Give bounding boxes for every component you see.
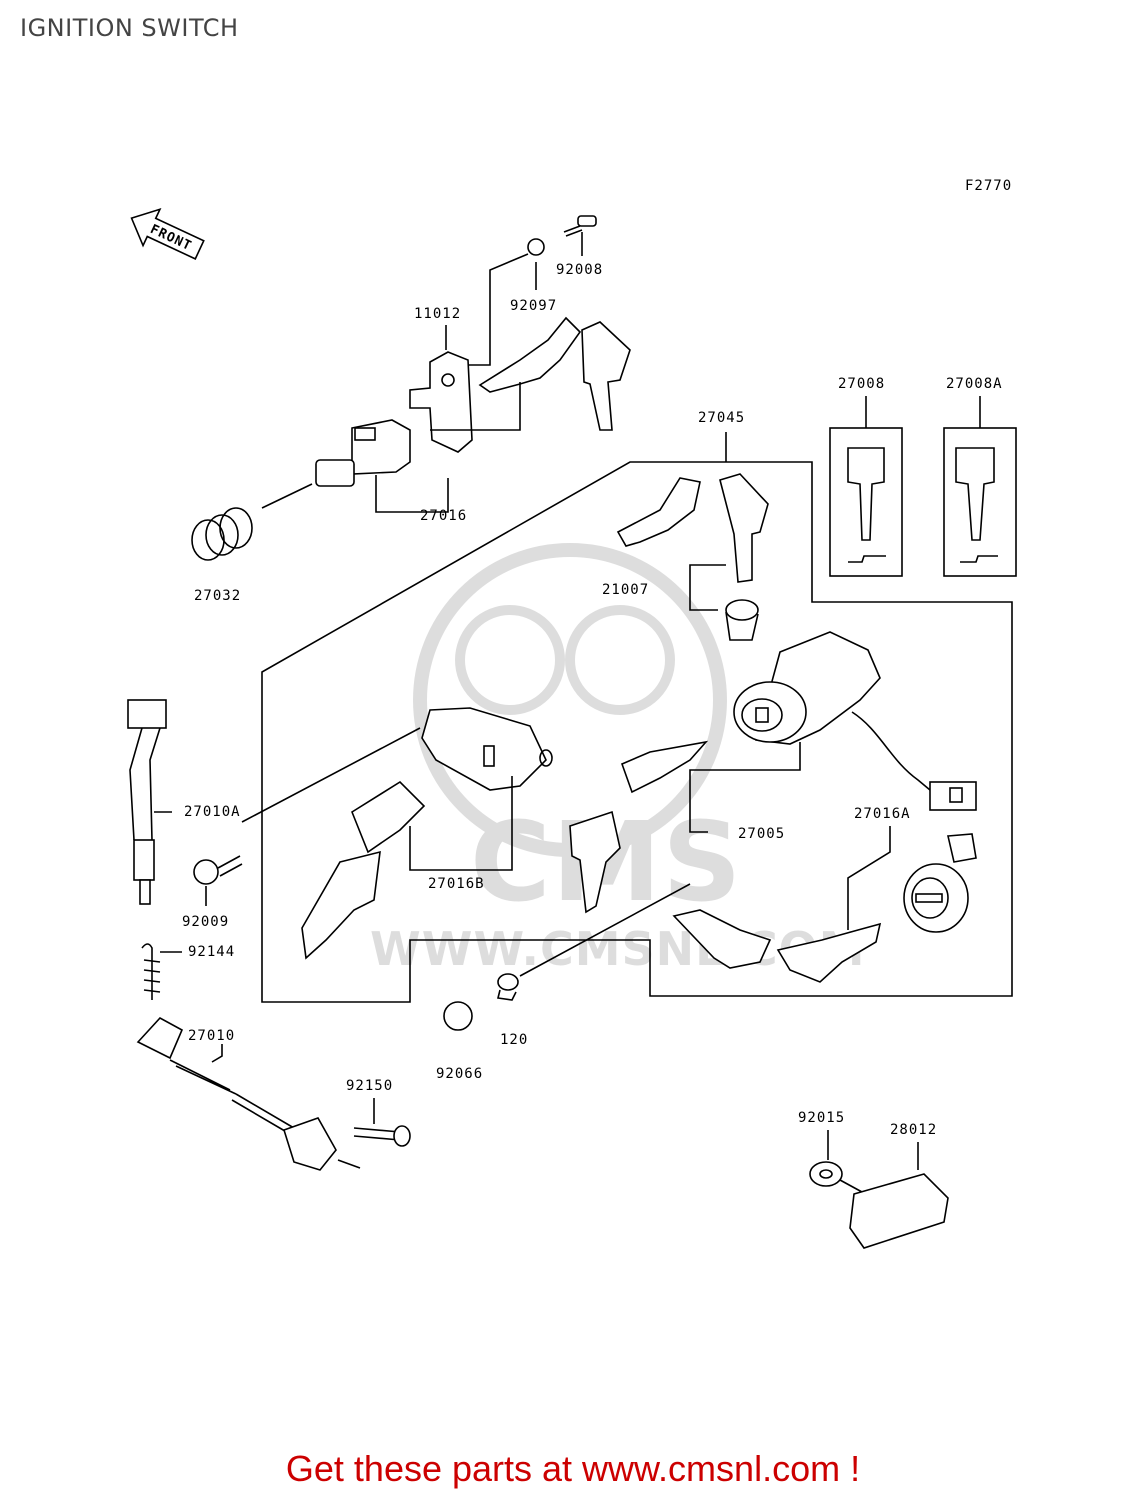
key-set-27016	[478, 316, 631, 431]
part-label-92009: 92009	[182, 914, 229, 930]
part-label-27005: 27005	[738, 826, 785, 842]
keys-27005	[569, 740, 709, 914]
part-label-27032: 27032	[194, 588, 241, 604]
part-label-27010: 27010	[188, 1028, 235, 1044]
part-label-120: 120	[500, 1032, 528, 1048]
footer-banner[interactable]: Get these parts at www.cmsnl.com !	[285, 1448, 861, 1489]
keys-27016A	[672, 909, 882, 983]
bolt-92150	[353, 1125, 411, 1147]
figure-code: F2770	[965, 178, 1012, 194]
ignition-switch-27005	[733, 631, 977, 811]
part-label-92015: 92015	[798, 1110, 845, 1126]
screw-92009	[193, 855, 243, 885]
part-label-11012: 11012	[414, 306, 461, 322]
cap-92066	[443, 1001, 473, 1031]
part-label-27008: 27008	[838, 376, 885, 392]
part-label-92066: 92066	[436, 1066, 483, 1082]
part-label-27016B: 27016B	[428, 876, 485, 892]
part-label-27010A: 27010A	[184, 804, 241, 820]
plate-28012	[849, 1173, 949, 1249]
spring-92144	[141, 943, 161, 1000]
part-label-27016A: 27016A	[854, 806, 911, 822]
part-label-92097: 92097	[510, 298, 557, 314]
nut-92015	[809, 1161, 843, 1187]
page-title: IGNITION SWITCH	[20, 14, 239, 42]
spring-27032	[191, 507, 253, 561]
lock-27016A	[903, 833, 977, 933]
front-arrow: FRONT	[130, 207, 205, 260]
lock-cylinder-27016	[315, 419, 411, 487]
part-label-21007: 21007	[602, 582, 649, 598]
part-label-28012: 28012	[890, 1122, 937, 1138]
part-label-92008: 92008	[556, 262, 603, 278]
part-label-27008A: 27008A	[946, 376, 1003, 392]
part-label-92150: 92150	[346, 1078, 393, 1094]
part-label-27016: 27016	[420, 508, 467, 524]
seat-lock-27016B	[421, 707, 553, 791]
lock-plate-11012	[409, 351, 473, 453]
parts-diagram: CMS WWW.CMSNL.COM F2770 FRONT	[127, 178, 1017, 1249]
part-label-92144: 92144	[188, 944, 235, 960]
screw-92008	[563, 215, 597, 256]
harness-27010A	[127, 699, 167, 905]
keys-27016B	[301, 780, 426, 960]
assembly-frame-27045	[261, 432, 1013, 1003]
key-set-21007	[616, 473, 769, 641]
washer-92097	[527, 238, 545, 256]
part-label-27045: 27045	[698, 410, 745, 426]
stop-switch-27010	[136, 1016, 361, 1171]
bolt-120	[497, 883, 691, 1001]
